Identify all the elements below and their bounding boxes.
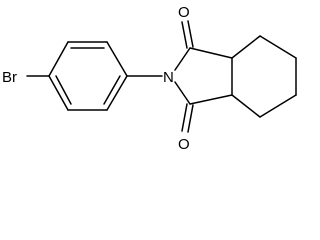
bond-ring-1-ring-2: [259, 35, 297, 59]
ring-bond-c4-c5: [48, 75, 69, 111]
imide-ring: [174, 47, 233, 105]
ring-double-bond-inner-3: [103, 75, 121, 105]
bond-carbonyl-bottom-cb: [189, 94, 233, 105]
bond-ca-ring-1: [231, 35, 261, 59]
double-bond-co-top-a: [181, 21, 188, 49]
atom-label-oxygen-top: O: [178, 4, 190, 21]
ring-bond-c1-c2: [106, 41, 128, 77]
ring-double-bond-inner-2: [55, 75, 72, 105]
atom-label-bromine: Br: [2, 69, 17, 86]
ring-bond-c3-c4: [48, 41, 69, 77]
double-bond-co-top-b: [187, 20, 194, 48]
carbonyl-bottom: [181, 103, 194, 133]
atom-label-nitrogen: N: [163, 69, 174, 86]
double-bond-co-bottom-a: [181, 103, 188, 132]
bond-carbonyl-top-ca: [189, 47, 233, 59]
bond-ring-4-cb: [231, 94, 261, 118]
ring-bond-c6-c1: [106, 75, 128, 111]
atom-label-oxygen-bottom: O: [178, 136, 190, 153]
cyclohexane-ring: [231, 35, 297, 118]
benzene-ring: [48, 41, 128, 111]
double-bond-co-bottom-b: [187, 104, 194, 133]
carbonyl-top: [181, 20, 194, 49]
bond-n-c-carbonyl-top: [174, 47, 191, 71]
chemical-structure-diagram: Br N O O: [2, 4, 297, 153]
bond-ring-3-ring-4: [259, 94, 297, 118]
bond-n-c-carbonyl-bottom: [174, 81, 191, 105]
structure-canvas: Br N O O: [2, 4, 297, 153]
